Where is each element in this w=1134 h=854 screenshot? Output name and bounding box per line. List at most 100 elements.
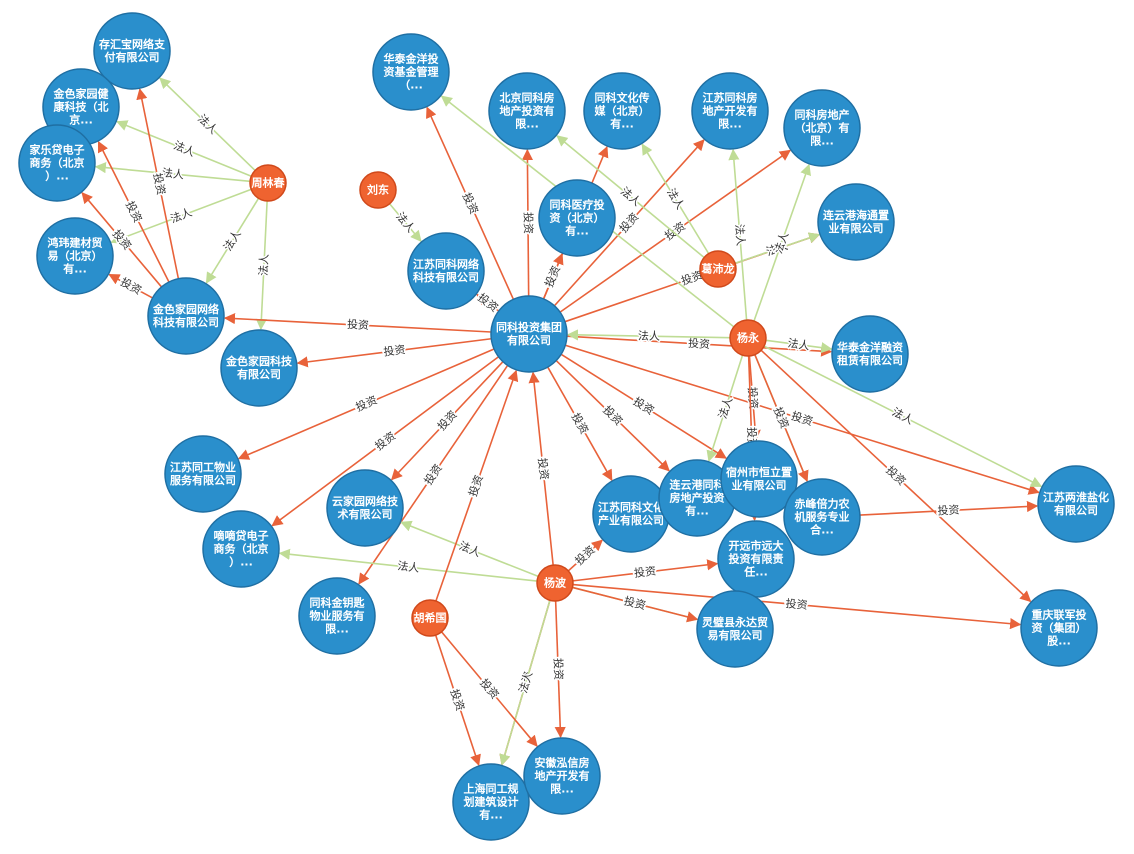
edge-invest [542,253,564,300]
company-circle[interactable] [202,510,280,588]
company-node[interactable]: 同科房地产（北京）有限... [783,89,861,167]
edge-label: 投资 [383,342,407,359]
company-node[interactable]: 赤峰倍力农机服务专业合... [783,478,861,556]
node-label: 金色家园健 [53,87,110,101]
node-label: 股... [1047,635,1071,648]
node-label: 连云港海通置 [823,208,889,222]
edge-legal [641,143,710,255]
company-node[interactable]: 开远市远大投资有限责任... [717,520,795,598]
company-circle[interactable] [147,277,225,355]
edge-invest [567,539,603,572]
company-circle[interactable] [488,72,566,150]
edge-legal [728,148,748,321]
company-circle[interactable] [691,72,769,150]
company-circle[interactable] [720,440,798,518]
person-circle[interactable] [249,164,287,202]
edge-label: 投资 [771,405,792,431]
person-node[interactable]: 周林春 [249,164,287,202]
node-label: 康科技（北 [54,100,109,114]
company-node[interactable]: 北京同科房地产投资有限... [488,72,566,150]
company-circle[interactable] [490,295,568,373]
person-node[interactable]: 葛沛龙 [699,250,737,288]
company-circle[interactable] [1037,465,1115,543]
company-node[interactable]: 安徽泓信房地产开发有限... [523,737,601,815]
person-circle[interactable] [411,599,449,637]
edge-invest [237,348,495,460]
node-label: 金色家园科技 [225,354,293,368]
company-circle[interactable] [407,232,485,310]
company-circle[interactable] [783,478,861,556]
company-circle[interactable] [36,217,114,295]
node-label: 科技有限公司 [153,315,219,329]
company-circle[interactable] [696,590,774,668]
node-label: 葛沛龙 [701,262,735,276]
company-circle[interactable] [1020,589,1098,667]
edge-label: 投资 [542,263,563,289]
edge-label: 法人 [732,223,748,246]
company-circle[interactable] [831,315,909,393]
person-circle[interactable] [699,250,737,288]
node-label: （北京）有 [795,121,850,135]
person-circle[interactable] [536,564,574,602]
person-node[interactable]: 刘东 [359,171,397,209]
company-circle[interactable] [583,72,661,150]
company-node[interactable]: 华泰金洋投资基金管理（... [372,33,450,111]
company-circle[interactable] [93,12,171,90]
company-circle[interactable] [372,33,450,111]
company-circle[interactable] [18,124,96,202]
node-label: 江苏同科房 [703,91,758,105]
edge-label: 投资 [353,393,379,415]
person-node[interactable]: 杨波 [536,564,574,602]
node-label: 嘀嘀贷电子 [214,529,269,543]
company-circle[interactable] [817,183,895,261]
company-circle[interactable] [538,179,616,257]
company-node[interactable]: 家乐贷电子商务（北京）... [18,124,96,202]
company-circle[interactable] [298,577,376,655]
company-node[interactable]: 江苏同科房地产开发有限... [691,72,769,150]
company-node[interactable]: 同科医疗投资（北京）有... [538,179,616,257]
person-circle[interactable] [729,319,767,357]
edge-legal [765,339,833,354]
node-label: 杨永 [737,331,760,345]
person-node[interactable]: 杨永 [729,319,767,357]
company-node[interactable]: 连云港同科房地产投资有... [658,459,736,537]
node-label: 灵璧县永达贸 [702,615,768,629]
edge-label: 投资 [790,408,815,428]
node-label: 易有限公司 [708,628,763,642]
edge-invest [565,344,1040,495]
node-label: 有... [479,808,503,822]
company-circle[interactable] [326,469,404,547]
company-circle[interactable] [164,435,242,513]
company-circle[interactable] [220,329,298,407]
edge-label: 投资 [569,410,592,436]
company-circle[interactable] [452,763,530,841]
company-node[interactable]: 鸿玮建材贸易（北京）有... [36,217,114,295]
company-node[interactable]: 同科文化传媒（北京）有... [583,72,661,150]
company-node[interactable]: 上海同工规划建筑设计有... [452,763,530,841]
company-circle[interactable] [783,89,861,167]
edge-label: 法人 [516,670,536,695]
edge-label: 投资 [623,593,648,612]
company-node[interactable]: 同科金钥匙物业服务有限... [298,577,376,655]
node-label: 机服务专业 [795,510,850,524]
node-label: 宿州市恒立置 [726,465,792,479]
company-node[interactable]: 嘀嘀贷电子商务（北京）... [202,510,280,588]
person-node[interactable]: 胡希国 [411,599,449,637]
node-label: 合... [810,523,834,537]
person-circle[interactable] [359,171,397,209]
company-node[interactable]: 重庆联军投资（集团）股... [1020,589,1098,667]
company-circle[interactable] [523,737,601,815]
